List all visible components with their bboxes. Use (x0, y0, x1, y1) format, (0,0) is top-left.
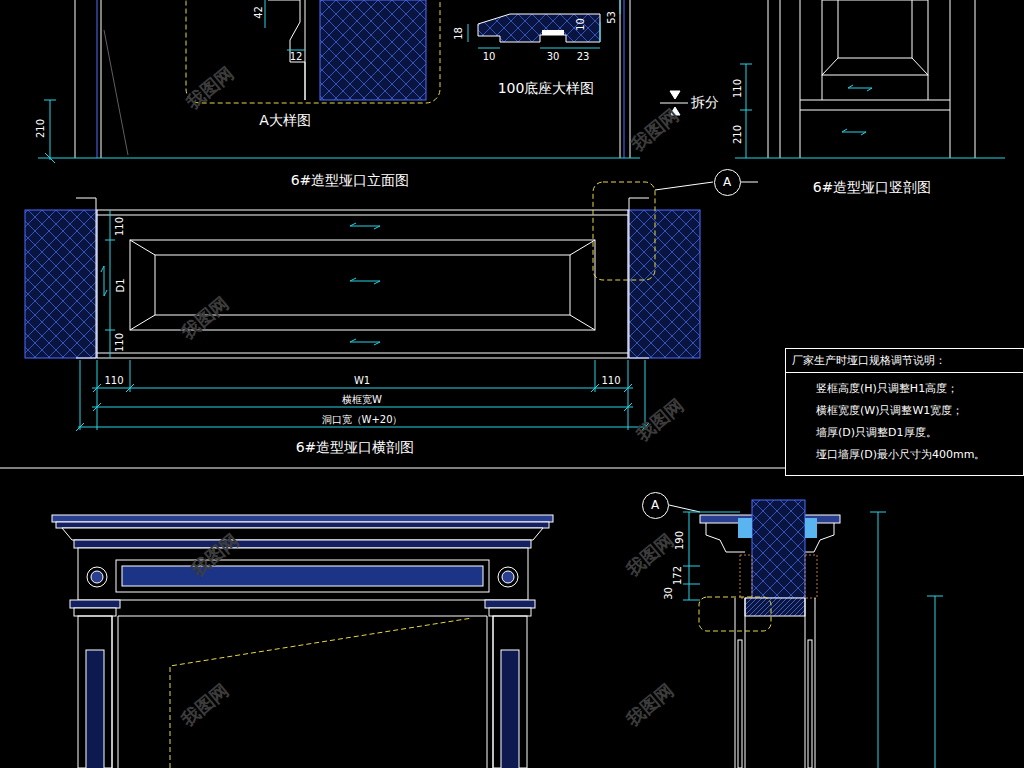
dimension-lines (38, 0, 640, 163)
view-title: 6#造型垭口竖剖图 (811, 180, 934, 195)
dimension-text: 110 (115, 216, 126, 235)
base-profile (468, 0, 620, 48)
dimension-text: 10 (483, 51, 496, 62)
dimension-text: 12 (290, 51, 303, 62)
watermark: 我图网 (183, 63, 237, 113)
mantel-section (700, 500, 840, 768)
view-title: 拆分 (689, 95, 721, 110)
swing-line (170, 618, 472, 768)
callout-letter: A (723, 175, 731, 189)
dimension-text: 23 (577, 51, 590, 62)
dimension-text: 洞口宽（W+20） (322, 414, 403, 425)
detail-callout (699, 597, 771, 631)
callout-circle: A (714, 169, 741, 196)
dimension-text: 110 (601, 375, 620, 386)
watermark: 我图网 (623, 530, 677, 580)
dimension-text: 18 (452, 27, 463, 40)
dimension-text: 110 (733, 78, 744, 97)
note-box: 厂家生产时垭口规格调节说明： 竖框高度(H)只调整H1高度； 横框宽度(W)只调整W… (785, 348, 1024, 476)
dimension-text: 190 (675, 530, 686, 549)
vertical-section (735, 0, 1005, 158)
watermark: 我图网 (633, 395, 687, 445)
detail-callout (593, 182, 655, 280)
plan-section (25, 198, 700, 431)
note-line: 墙厚(D)只调整D1厚度。 (792, 425, 1017, 440)
mantel-elevation (52, 515, 553, 768)
dimension-text: 110 (104, 375, 123, 386)
view-title: A大样图 (257, 113, 313, 128)
dimension-text: 10 (574, 18, 585, 31)
dimension-text: 横框宽W (342, 394, 382, 405)
dimension-text: 110 (115, 332, 126, 351)
dimension-text: W1 (354, 375, 370, 386)
watermark: 我图网 (178, 293, 232, 343)
elevation-view (75, 0, 630, 158)
watermark: 我图网 (623, 680, 677, 730)
dimension-lines (683, 512, 943, 768)
callout-circle: A (642, 492, 669, 519)
watermark: 我图网 (188, 530, 242, 580)
view-title: 100底座大样图 (496, 81, 597, 96)
dimension-text: 30 (662, 587, 673, 600)
note-line: 横框宽度(W)只调整W1宽度； (792, 403, 1017, 418)
dimension-text: 172 (673, 565, 684, 584)
note-line: 垭口墙厚(D)最小尺寸为400mm。 (792, 447, 1017, 462)
dimension-text: D1 (115, 278, 126, 292)
callout-letter: A (651, 498, 659, 512)
dimension-text: 42 (252, 6, 263, 19)
dimension-text: 30 (547, 51, 560, 62)
dimension-text: 210 (733, 124, 744, 143)
leader-line (669, 505, 700, 512)
dimension-text: 210 (36, 118, 47, 137)
leader-line (655, 182, 758, 190)
note-heading: 厂家生产时垭口规格调节说明： (786, 353, 1023, 373)
watermark: 我图网 (628, 105, 682, 155)
watermark: 我图网 (178, 680, 232, 730)
view-title: 6#造型垭口立面图 (289, 173, 412, 188)
view-title: 6#造型垭口横剖图 (294, 440, 417, 455)
note-line: 竖框高度(H)只调整H1高度； (792, 381, 1017, 396)
dimension-text: 53 (605, 11, 616, 24)
